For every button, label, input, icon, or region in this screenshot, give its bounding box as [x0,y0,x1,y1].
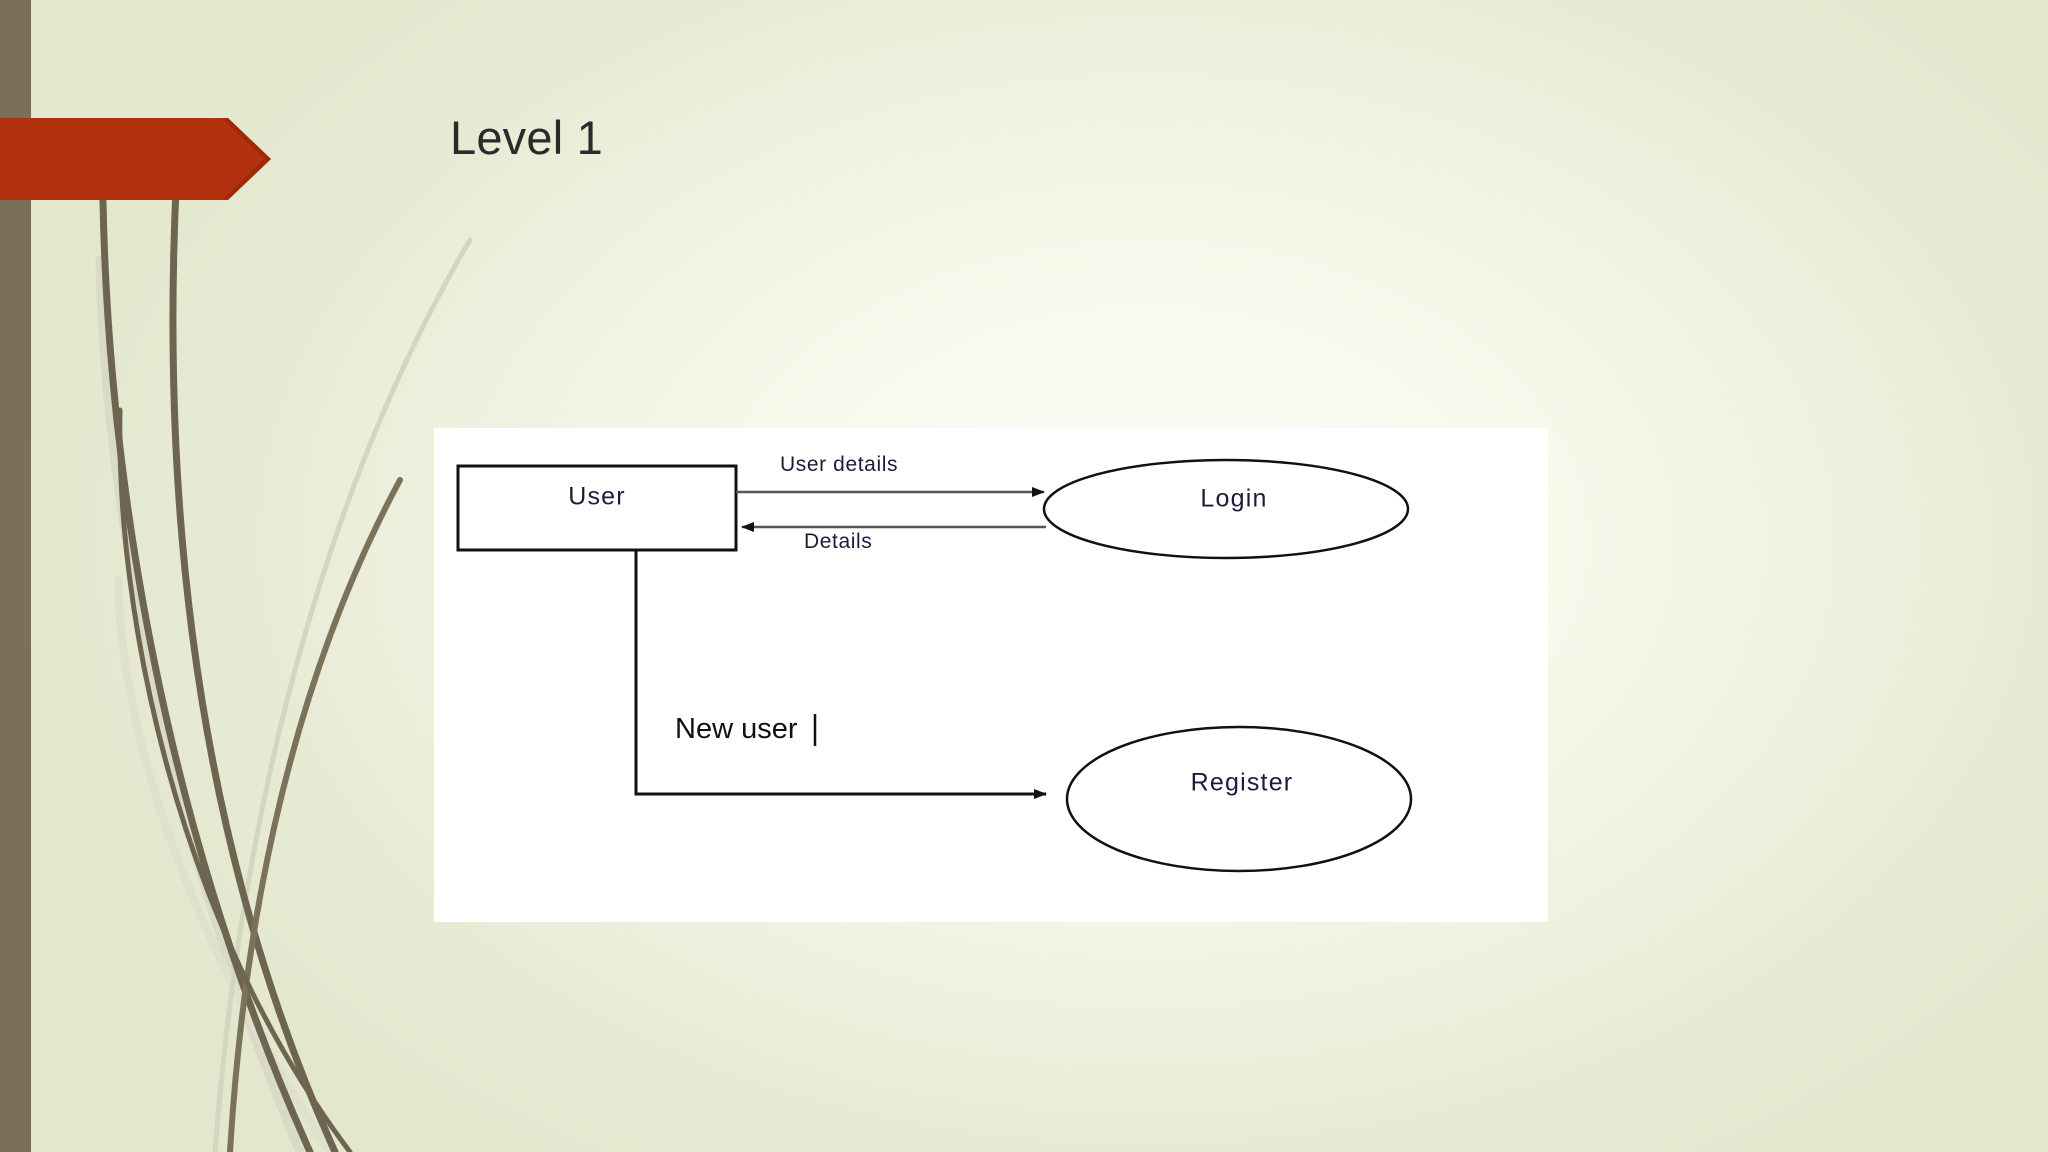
dfd-flow-user-details: User details [736,453,1045,497]
data-flow-diagram: User User details Details Login New user [456,453,1413,873]
dfd-node-user-label: User [568,483,626,511]
red-chevron-banner-icon [0,118,271,200]
page-title: Level 1 [450,111,603,164]
dfd-flow-new-user-label: New user [675,713,798,745]
dfd-node-register: Register [1065,725,1413,873]
dfd-node-login-label: Login [1200,485,1267,513]
dfd-flow-user-details-label: User details [780,453,898,476]
dfd-flow-new-user: New user [634,550,1047,799]
dfd-flow-details-label: Details [804,530,872,553]
dfd-node-register-label: Register [1191,769,1294,797]
diagram-image-panel: User User details Details Login New user [434,428,1548,922]
grass-decoration-icon [95,180,473,1152]
dfd-node-user: User [456,464,738,552]
dfd-flow-details: Details [741,522,1046,553]
dfd-node-login: Login [1042,458,1410,560]
